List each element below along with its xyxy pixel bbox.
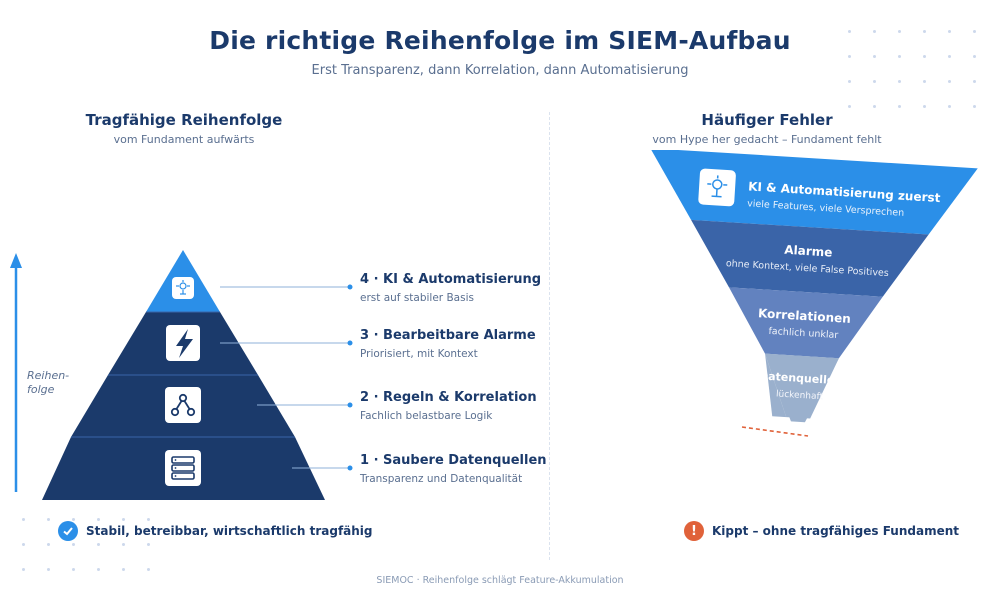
- left-column-title: Tragfähige Reihenfolge: [85, 111, 283, 129]
- decor-dot: [973, 80, 976, 83]
- lightning-icon: [166, 325, 200, 361]
- decor-dot: [122, 518, 125, 521]
- connector-lines: [220, 286, 348, 469]
- decor-dot: [147, 568, 150, 571]
- decor-dot: [898, 30, 901, 33]
- left-status: Stabil, betreibbar, wirtschaftlich tragf…: [58, 521, 373, 541]
- right-status-text: Kippt – ohne tragfähiges Fundament: [712, 524, 959, 538]
- inverted-tier-ki: [650, 150, 978, 235]
- decor-dot: [923, 105, 926, 108]
- decor-dot: [973, 30, 976, 33]
- inverted-tier-alarme-title: Alarme: [784, 243, 833, 260]
- decor-dot: [873, 30, 876, 33]
- decor-dot: [72, 543, 75, 546]
- right-column-title: Häufiger Fehler: [701, 111, 833, 129]
- inverted-tier-korrelationen: [729, 287, 883, 359]
- decor-dot: [948, 105, 951, 108]
- decor-dot: [873, 105, 876, 108]
- decor-dot: [22, 543, 25, 546]
- decor-dot: [948, 55, 951, 58]
- inverted-tier-datenquellen-title: Datenquellen: [759, 369, 843, 387]
- decor-dot: [973, 55, 976, 58]
- inverted-tier-korrelationen-subtitle: fachlich unklar: [768, 326, 838, 341]
- level-subtitle: Fachlich belastbare Logik: [360, 410, 493, 422]
- decor-dot: [848, 30, 851, 33]
- pyramid-level-4-label: 4 · KI & Automatisierung erst auf stabil…: [360, 272, 541, 304]
- ai-chip-icon: [698, 168, 736, 207]
- inverted-tier-datenquellen-subtitle: lückenhaft: [776, 389, 824, 402]
- order-axis-label: Reihen- folge: [27, 369, 70, 396]
- order-arrow: [10, 253, 22, 492]
- decor-dot: [873, 55, 876, 58]
- decor-dot: [72, 518, 75, 521]
- left-column-subtitle: vom Fundament aufwärts: [113, 133, 255, 146]
- pyramid-level-3-label: 3 · Bearbeitbare Alarme Priorisiert, mit…: [360, 328, 536, 360]
- decor-dot: [898, 80, 901, 83]
- level-subtitle: Transparenz und Datenqualität: [360, 473, 523, 485]
- decor-dot: [948, 80, 951, 83]
- level-title: 3 · Bearbeitbare Alarme: [360, 328, 536, 343]
- decor-dot: [97, 568, 100, 571]
- inverted-pyramid-diagram: KI & Automatisierung zuerst viele Featur…: [650, 150, 978, 437]
- decor-dot: [873, 80, 876, 83]
- right-status: ! Kippt – ohne tragfähiges Fundament: [684, 521, 959, 541]
- decor-dot: [848, 80, 851, 83]
- page-subtitle: Erst Transparenz, dann Korrelation, dann…: [311, 63, 689, 78]
- decor-dot: [898, 55, 901, 58]
- level-title: 1 · Saubere Datenquellen: [360, 453, 547, 468]
- level-title: 4 · KI & Automatisierung: [360, 272, 542, 287]
- level-subtitle: erst auf stabiler Basis: [360, 292, 474, 304]
- level-title: 2 · Regeln & Korrelation: [360, 390, 537, 405]
- decor-dot: [47, 518, 50, 521]
- left-status-text: Stabil, betreibbar, wirtschaftlich tragf…: [86, 524, 373, 538]
- warning-circle-icon: !: [684, 521, 704, 541]
- footer-caption: SIEMOC · Reihenfolge schlägt Feature-Akk…: [376, 575, 624, 586]
- decor-dot: [923, 55, 926, 58]
- pyramid-level-1-label: 1 · Saubere Datenquellen Transparenz und…: [360, 453, 547, 485]
- network-icon: [165, 387, 201, 423]
- inverted-tier-alarme: [691, 219, 929, 297]
- decor-dot: [848, 55, 851, 58]
- server-icon: [165, 450, 201, 486]
- level-subtitle: Priorisiert, mit Kontext: [360, 348, 478, 360]
- check-circle-icon: [58, 521, 78, 541]
- decor-dot: [923, 80, 926, 83]
- decor-dot: [22, 568, 25, 571]
- decor-dot: [22, 518, 25, 521]
- decor-dot: [122, 543, 125, 546]
- pyramid-diagram: [10, 250, 353, 500]
- right-column-subtitle: vom Hype her gedacht – Fundament fehlt: [652, 133, 882, 146]
- decor-dot: [948, 30, 951, 33]
- pyramid-level-2-label: 2 · Regeln & Korrelation Fachlich belast…: [360, 390, 537, 422]
- decor-dot: [973, 105, 976, 108]
- decor-dot: [923, 30, 926, 33]
- decor-dot: [122, 568, 125, 571]
- missing-foundation-line: [741, 426, 809, 437]
- page-title: Die richtige Reihenfolge im SIEM-Aufbau: [209, 26, 791, 55]
- decor-dot: [47, 568, 50, 571]
- ai-chip-icon: [172, 277, 194, 299]
- decor-dot: [47, 543, 50, 546]
- inverted-tier-korrelationen-title: Korrelationen: [758, 306, 852, 326]
- decor-dot: [848, 105, 851, 108]
- column-divider: [549, 112, 550, 560]
- decor-dot: [97, 543, 100, 546]
- decor-dot: [147, 518, 150, 521]
- decor-dot: [97, 518, 100, 521]
- decor-dot: [72, 568, 75, 571]
- decor-dot: [898, 105, 901, 108]
- decor-dot: [147, 543, 150, 546]
